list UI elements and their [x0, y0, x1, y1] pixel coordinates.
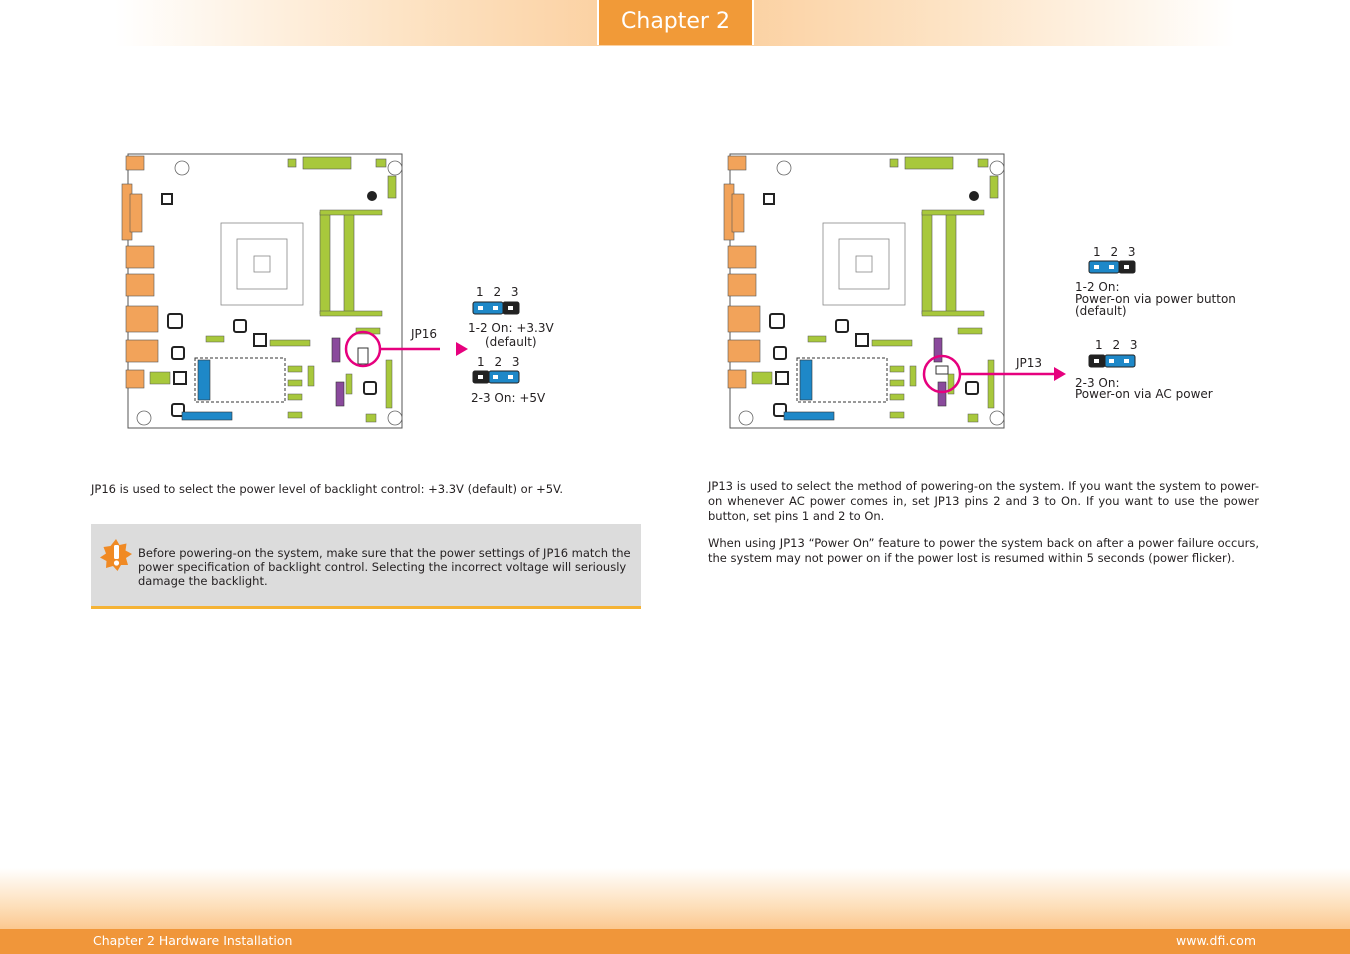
caution-note: Before powering-on the system, make sure… — [91, 524, 641, 609]
jumper-1-2-on-right — [1088, 260, 1136, 274]
motherboard-diagram-right — [722, 150, 1067, 435]
footer-website-link[interactable]: www.dfi.com — [1176, 933, 1256, 948]
left-arrow-head — [456, 342, 468, 356]
right-option1-line2: Power-on via power button — [1075, 292, 1236, 306]
jp16-label: JP16 — [411, 327, 438, 341]
left-option2: 2-3 On: +5V — [471, 391, 546, 405]
footer-band — [0, 868, 1350, 930]
right-option2-line2: Power-on via AC power — [1075, 387, 1213, 401]
footer-bar: Chapter 2 Hardware Installation www.dfi.… — [0, 929, 1350, 954]
right-arrow-head — [1054, 367, 1066, 381]
right-option1-line3: (default) — [1075, 304, 1127, 318]
jumper-2-3-on — [472, 370, 520, 384]
left-option1-line1: 1-2 On: +3.3V — [468, 321, 554, 335]
jp16-description: JP16 is used to select the power level o… — [91, 482, 564, 496]
caution-note-text: Before powering-on the system, make sure… — [138, 546, 631, 588]
jumper-2-3-on-right — [1088, 354, 1136, 368]
motherboard-diagram-left — [120, 150, 440, 435]
jp13-description-p2: When using JP13 “Power On” feature to po… — [708, 536, 1259, 565]
jp13-label: JP13 — [1016, 356, 1043, 370]
right-option1-line1: 1-2 On: — [1075, 280, 1120, 294]
left-pin-numbers-2: 1 2 3 — [477, 355, 523, 369]
left-pin-numbers-1: 1 2 3 — [476, 285, 522, 299]
jp13-description-p1: JP13 is used to select the method of pow… — [708, 479, 1259, 523]
right-option2-line1: 2-3 On: — [1075, 376, 1120, 390]
warning-icon — [100, 539, 132, 571]
left-option1-line2: (default) — [485, 335, 537, 349]
chapter-tab: Chapter 2 — [597, 0, 754, 45]
right-pin-numbers-1: 1 2 3 — [1093, 245, 1139, 259]
jumper-1-2-on — [472, 301, 520, 315]
right-pin-numbers-2: 1 2 3 — [1095, 338, 1141, 352]
footer-chapter-title: Chapter 2 Hardware Installation — [93, 933, 293, 948]
